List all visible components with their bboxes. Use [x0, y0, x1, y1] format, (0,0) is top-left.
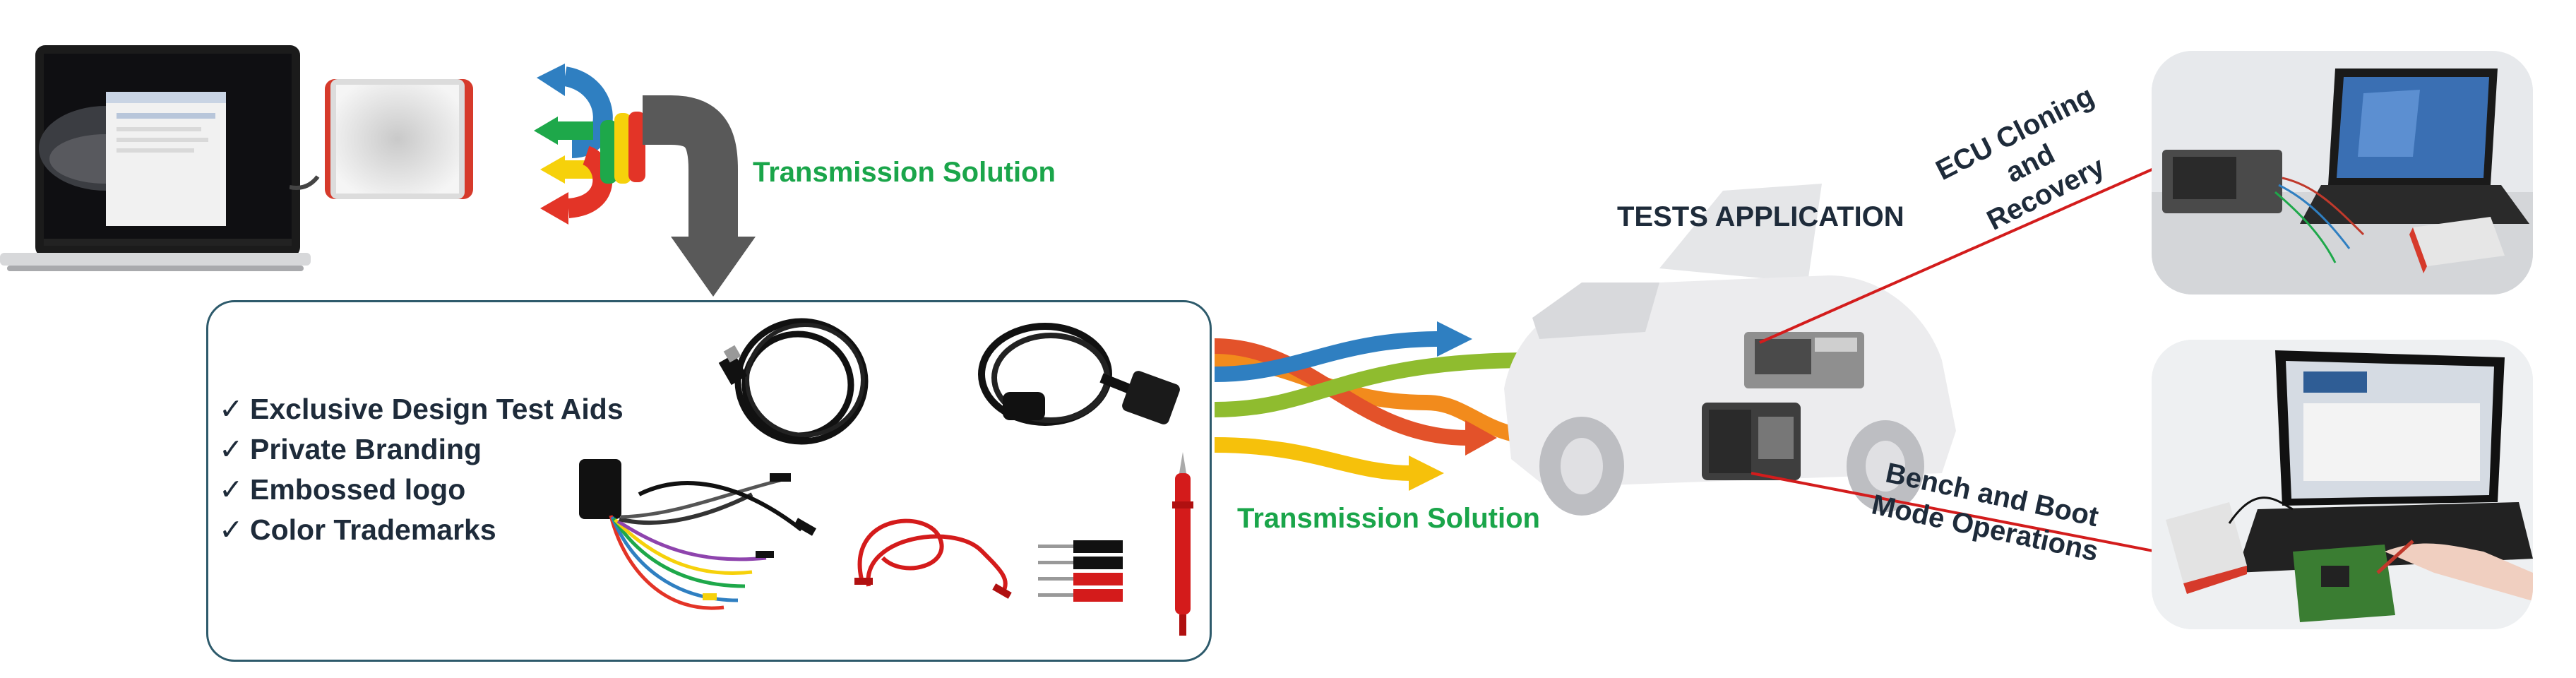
test-leads-image — [854, 518, 1012, 599]
feature-label: Embossed logo — [250, 473, 466, 506]
bench-boot-photo — [2152, 340, 2533, 629]
check-icon: ✓ — [219, 433, 244, 465]
transmission-solution-top-label: Transmission Solution — [753, 157, 1056, 188]
check-icon: ✓ — [219, 513, 244, 546]
feature-item: ✓Color Trademarks — [219, 510, 624, 550]
ecu-cloning-photo — [2152, 51, 2533, 295]
feature-label: Private Branding — [250, 433, 482, 465]
wire-harness-image — [579, 459, 816, 610]
transmission-arrows-icon — [534, 64, 756, 297]
connector-lines — [1751, 161, 2172, 556]
obd-cable-image — [978, 323, 1180, 426]
transmission-flow-arrows — [1215, 321, 1575, 491]
feature-list: ✓Exclusive Design Test Aids ✓Private Bra… — [219, 389, 624, 550]
laptop-image — [0, 45, 311, 271]
transmission-solution-mid-label: Transmission Solution — [1237, 503, 1540, 534]
feature-label: Color Trademarks — [250, 513, 496, 546]
check-icon: ✓ — [219, 473, 244, 506]
interface-device-image — [290, 79, 473, 199]
accessories-panel — [206, 300, 1212, 662]
test-probe-image — [1172, 452, 1193, 636]
feature-item: ✓Embossed logo — [219, 470, 624, 510]
car-ecu-image — [1504, 184, 1956, 516]
banana-plugs-image — [1038, 540, 1123, 602]
tests-application-label: TESTS APPLICATION — [1617, 201, 1904, 232]
feature-item: ✓Private Branding — [219, 429, 624, 470]
feature-item: ✓Exclusive Design Test Aids — [219, 389, 624, 429]
usb-cable-image — [718, 318, 869, 445]
feature-label: Exclusive Design Test Aids — [250, 393, 624, 425]
check-icon: ✓ — [219, 393, 244, 425]
